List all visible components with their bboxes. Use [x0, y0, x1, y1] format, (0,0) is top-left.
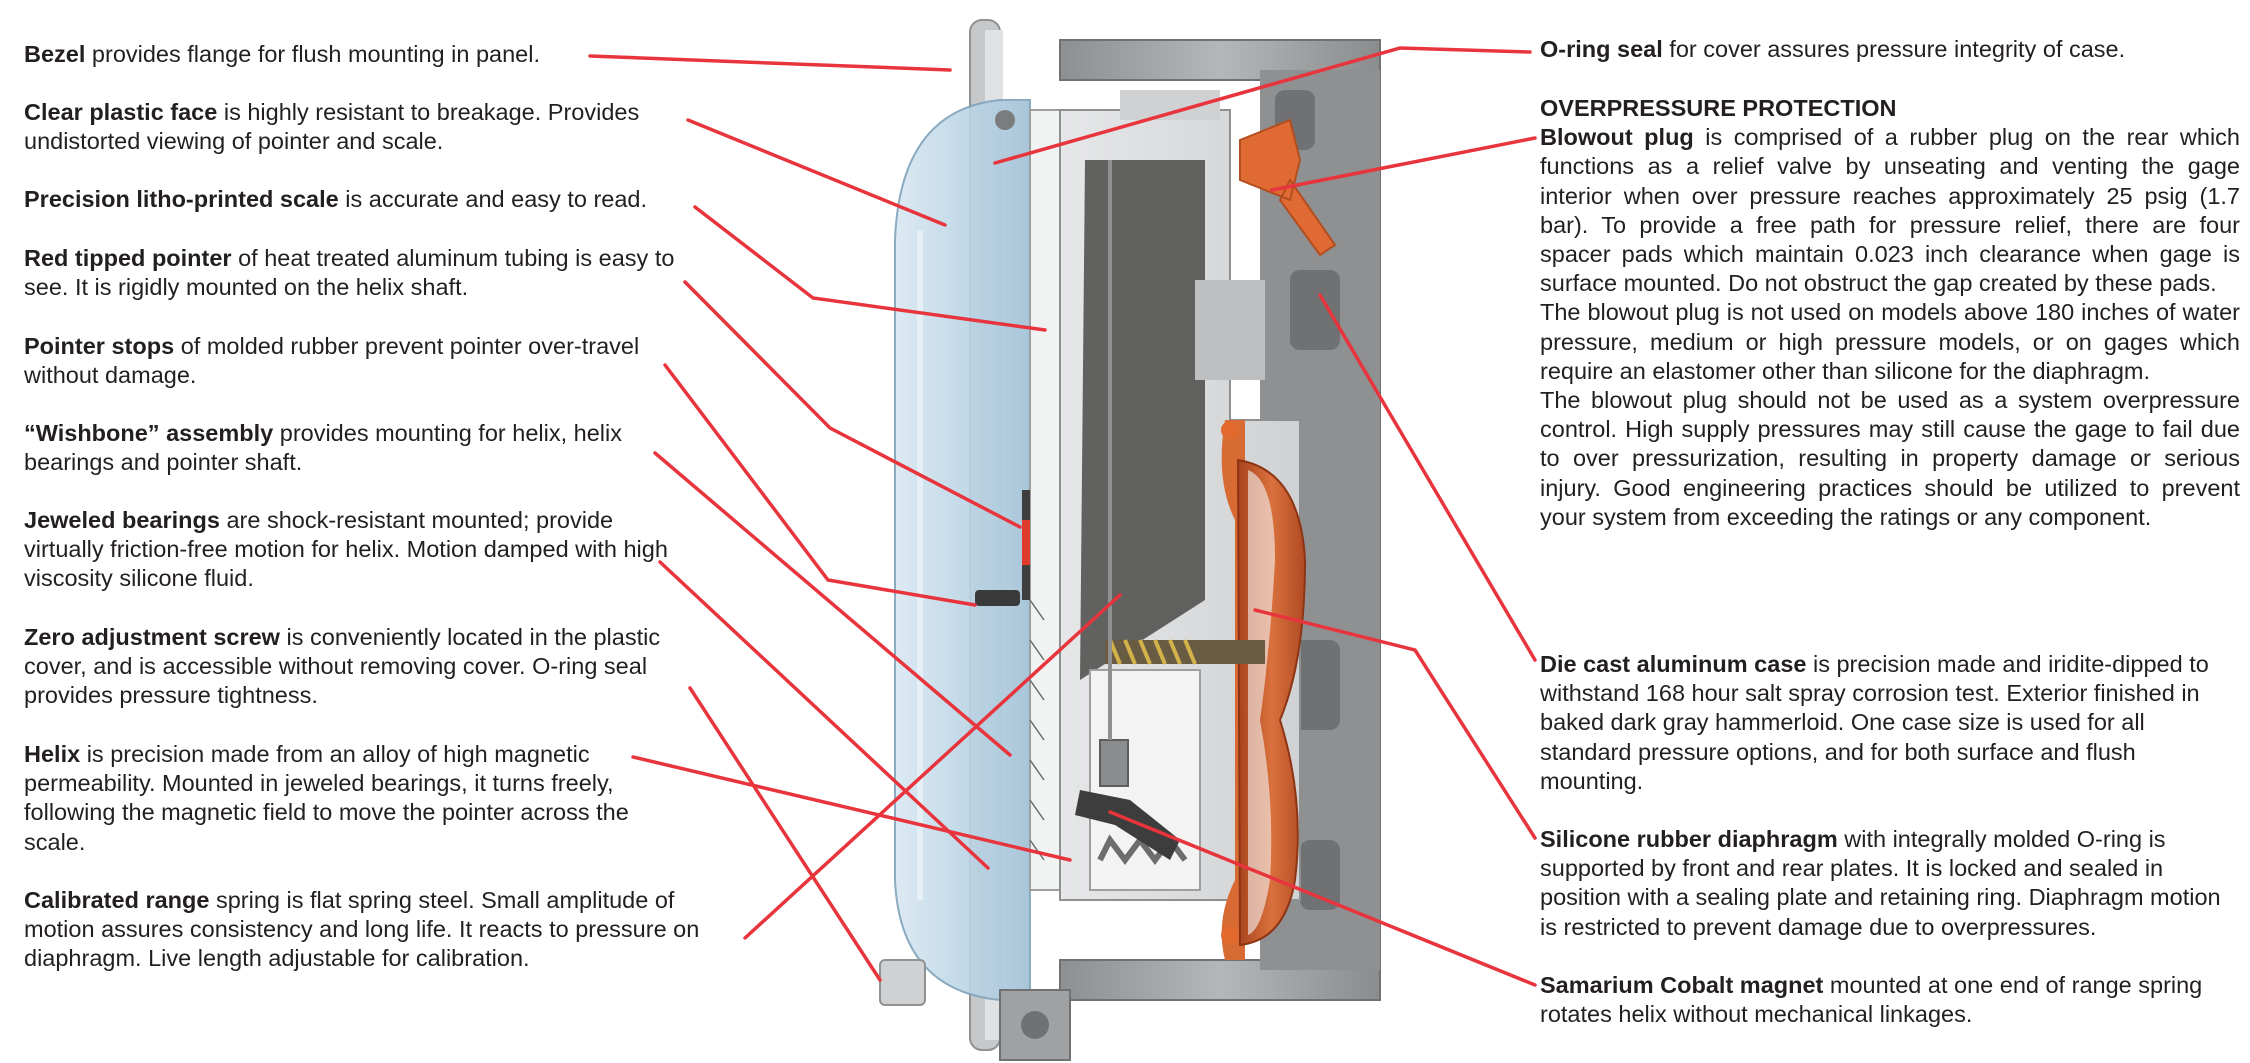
callout-silicone-diaphragm: Silicone rubber diaphragm with integrall…	[1540, 825, 2240, 942]
callout-text: mounted at one end of range spring rotat…	[1540, 972, 2203, 1028]
overpressure-paragraph-2: The blowout plug is not used on models a…	[1540, 299, 2240, 384]
callout-text: spring is flat spring steel. Small ampli…	[24, 887, 700, 972]
callout-o-ring-seal: O-ring seal for cover assures pressure i…	[1540, 35, 2240, 64]
callout-term: Clear plastic face	[24, 99, 218, 125]
callout-red-tipped-pointer: Red tipped pointer of heat treated alumi…	[24, 244, 694, 302]
callout-term: Silicone rubber diaphragm	[1540, 826, 1838, 852]
red-tipped-pointer-shape	[1022, 490, 1030, 600]
overpressure-paragraph-3: The blowout plug should not be used as a…	[1540, 387, 2240, 530]
callout-bezel: Bezel provides flange for flush mounting…	[24, 40, 614, 69]
diaphragm-o-ring-top-shape	[1221, 421, 1239, 439]
callout-scale: Precision litho-printed scale is accurat…	[24, 185, 714, 214]
callout-text: provides mounting for helix, helix beari…	[24, 420, 622, 476]
callout-term: Samarium Cobalt magnet	[1540, 972, 1824, 998]
diaphragm-o-ring-bottom-shape	[1221, 926, 1239, 944]
callout-term: Calibrated range	[24, 887, 210, 913]
o-ring-seal-shape	[995, 110, 1015, 130]
callout-samarium-cobalt-magnet: Samarium Cobalt magnet mounted at one en…	[1540, 971, 2240, 1029]
callout-wishbone-assembly: “Wishbone” assembly provides mounting fo…	[24, 419, 679, 477]
clear-plastic-face-shape	[894, 99, 1031, 1001]
callout-jeweled-bearings: Jeweled bearings are shock-resistant mou…	[24, 506, 674, 594]
callout-text: is conveniently located in the plastic c…	[24, 624, 661, 709]
zero-adjustment-screw-shape	[879, 959, 1071, 1061]
scale-plate-shape	[1029, 109, 1061, 891]
callout-die-cast-case: Die cast aluminum case is precision made…	[1540, 650, 2240, 796]
callout-term: O-ring seal	[1540, 36, 1663, 62]
callout-zero-adjustment-screw: Zero adjustment screw is conveniently lo…	[24, 623, 714, 711]
callout-text: is comprised of a rubber plug on the rea…	[1540, 124, 2240, 297]
callout-calibrated-range: Calibrated range spring is flat spring s…	[24, 886, 734, 974]
callout-text: with integrally molded O-ring is support…	[1540, 826, 2221, 940]
callout-term: Helix	[24, 741, 81, 767]
callout-term: Pointer stops	[24, 333, 175, 359]
callout-text: is highly resistant to breakage. Provide…	[24, 99, 640, 155]
callout-term: Zero adjustment screw	[24, 624, 280, 650]
callout-term: Jeweled bearings	[24, 507, 220, 533]
callout-text: is accurate and easy to read.	[338, 186, 648, 212]
callout-term: Die cast aluminum case	[1540, 651, 1807, 677]
callout-text: is precision made and iridite-dipped to …	[1540, 651, 2209, 794]
callout-text: are shock-resistant mounted; provide vir…	[24, 507, 668, 592]
callout-pointer-stops: Pointer stops of molded rubber prevent p…	[24, 332, 679, 390]
callout-text: of molded rubber prevent pointer over-tr…	[24, 333, 640, 389]
overpressure-heading: OVERPRESSURE PROTECTION	[1540, 95, 1897, 121]
pointer-stop-shape	[975, 590, 1020, 606]
callout-term: Red tipped pointer	[24, 245, 232, 271]
callout-text: provides flange for flush mounting in pa…	[85, 41, 541, 67]
callout-text: of heat treated aluminum tubing is easy …	[24, 245, 675, 301]
callout-helix: Helix is precision made from an alloy of…	[24, 740, 634, 857]
callout-term: “Wishbone” assembly	[24, 420, 274, 446]
callout-overpressure-protection: OVERPRESSURE PROTECTION Blowout plug is …	[1540, 94, 2240, 532]
callout-text: for cover assures pressure integrity of …	[1662, 36, 2126, 62]
callout-term: Precision litho-printed scale	[24, 186, 339, 212]
callout-text: is precision made from an alloy of high …	[24, 741, 629, 855]
callout-term: Blowout plug	[1540, 124, 1694, 151]
callout-term: Bezel	[24, 41, 86, 67]
callout-clear-plastic-face: Clear plastic face is highly resistant t…	[24, 98, 689, 156]
